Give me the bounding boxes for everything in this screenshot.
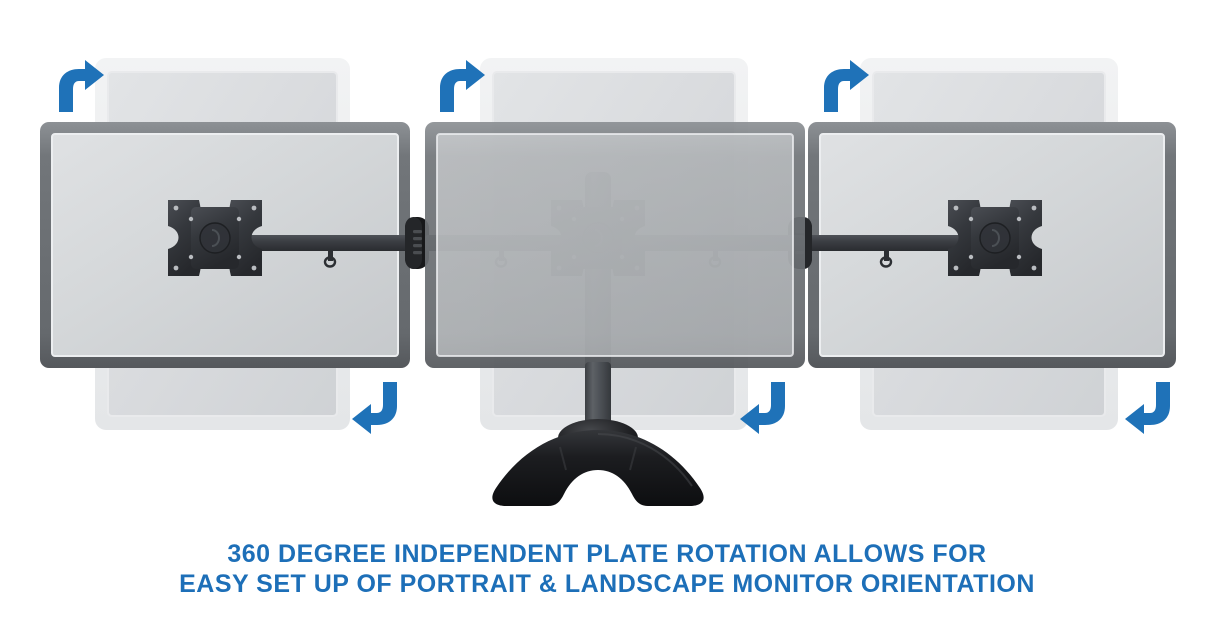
caption-line-1: 360 DEGREE INDEPENDENT PLATE ROTATION AL…: [227, 540, 987, 568]
caption-line-2: EASY SET UP OF PORTRAIT & LANDSCAPE MONI…: [179, 570, 1035, 598]
mount-arm-left: [215, 235, 425, 251]
cable-clip-left: [328, 251, 333, 261]
mount-arm-right: [795, 235, 1000, 251]
monitor-group-center: [425, 58, 805, 506]
cable-clip-ring-left: [323, 256, 337, 268]
monitor-group-right: [788, 58, 1176, 434]
cable-clip-ring-right: [879, 256, 893, 268]
stand-base: [492, 419, 704, 506]
base-seam: [559, 446, 637, 471]
cable-clip-right: [884, 251, 889, 261]
base-highlight: [597, 433, 693, 487]
monitor-center: [425, 122, 805, 368]
vesa-plate-left: [167, 199, 263, 277]
monitor-group-left: [40, 58, 429, 434]
vesa-plate-right: [947, 199, 1043, 277]
